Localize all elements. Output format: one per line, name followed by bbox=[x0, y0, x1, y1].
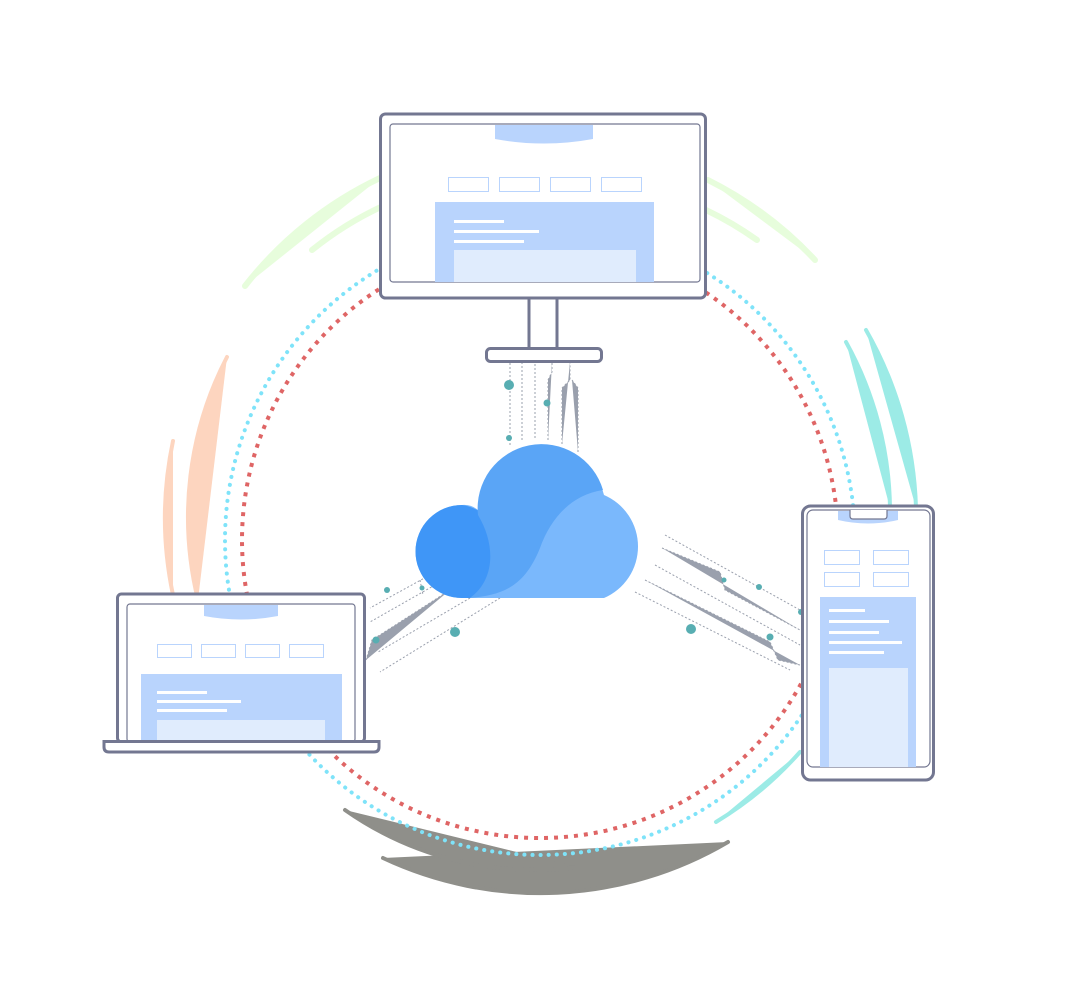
arc-teal-inner bbox=[844, 340, 892, 510]
circuit-line bbox=[661, 547, 801, 631]
monitor-screen-button bbox=[601, 177, 642, 192]
circuit-node bbox=[372, 636, 380, 644]
arc-teal-outer bbox=[864, 328, 918, 510]
laptop-screen-button bbox=[289, 644, 324, 658]
cloud-icon bbox=[415, 444, 639, 598]
circuit-line bbox=[547, 362, 553, 440]
circuit-node bbox=[504, 380, 514, 390]
circuit-line bbox=[634, 591, 791, 671]
arc-green-right-outer bbox=[705, 177, 818, 263]
phone-screen-content bbox=[829, 668, 908, 767]
monitor-screen-text-line bbox=[454, 220, 504, 223]
circuit-line bbox=[644, 579, 801, 666]
circuit-node bbox=[384, 587, 390, 593]
phone-notch bbox=[849, 510, 888, 520]
circuit-node bbox=[686, 624, 696, 634]
arc-green-right-inner bbox=[703, 207, 760, 243]
laptop-screen-header bbox=[204, 605, 278, 620]
circuit-node bbox=[506, 435, 512, 441]
arc-orange-inner bbox=[186, 355, 229, 602]
phone-screen-button bbox=[824, 572, 860, 587]
phone-screen-text-line bbox=[829, 651, 884, 654]
laptop-base bbox=[102, 740, 381, 754]
circuit-line bbox=[571, 379, 579, 452]
circuit-line bbox=[664, 534, 801, 611]
circuit-node bbox=[419, 585, 425, 591]
laptop-screen-text-line bbox=[157, 709, 227, 712]
monitor-screen-content bbox=[454, 250, 636, 282]
laptop-screen-button bbox=[157, 644, 192, 658]
circuit-line bbox=[419, 579, 424, 596]
monitor-icon bbox=[379, 112, 707, 363]
arc-teal-bottom bbox=[714, 750, 802, 824]
circuit-line bbox=[365, 589, 451, 661]
monitor-screen-button bbox=[499, 177, 540, 192]
monitor-screen-header bbox=[495, 125, 593, 144]
laptop-screen-button bbox=[201, 644, 236, 658]
arc-gray-inner bbox=[343, 808, 580, 872]
monitor-screen-text-line bbox=[454, 230, 539, 233]
monitor-screen-button bbox=[448, 177, 489, 192]
circuit-node bbox=[766, 633, 774, 641]
smartphone-icon bbox=[801, 504, 935, 782]
circuit-node bbox=[450, 627, 460, 637]
circuit-nodes bbox=[372, 380, 804, 644]
circuit-line bbox=[369, 584, 436, 623]
phone-screen-text-line bbox=[829, 620, 889, 623]
arc-green-outer bbox=[242, 175, 383, 289]
laptop-screen-text-line bbox=[157, 700, 241, 703]
monitor-stand bbox=[527, 298, 559, 349]
monitor-base bbox=[485, 347, 603, 363]
phone-screen-text-line bbox=[829, 631, 879, 634]
phone-screen-button bbox=[873, 572, 909, 587]
phone-screen-button bbox=[873, 550, 909, 565]
phone-screen-button bbox=[824, 550, 860, 565]
cloud-middle-lobe bbox=[470, 444, 603, 598]
circuit-connections bbox=[365, 362, 801, 673]
monitor-screen-text-line bbox=[454, 240, 524, 243]
circuit-line bbox=[654, 564, 801, 646]
arc-orange-outer bbox=[162, 439, 175, 597]
outer-arcs bbox=[162, 175, 918, 896]
circuit-node bbox=[756, 584, 762, 590]
phone-screen-text-line bbox=[829, 609, 865, 612]
cloud-left-lobe bbox=[415, 505, 494, 598]
laptop-screen-text-line bbox=[157, 691, 207, 694]
circuit-line bbox=[377, 597, 471, 653]
laptop-screen-content bbox=[157, 720, 325, 740]
laptop-icon bbox=[102, 592, 381, 754]
monitor-screen-button bbox=[550, 177, 591, 192]
circuit-line bbox=[561, 362, 571, 444]
circuit-node bbox=[721, 577, 727, 583]
phone-screen-text-line bbox=[829, 641, 902, 644]
circuit-line bbox=[379, 597, 501, 673]
laptop-screen-button bbox=[245, 644, 280, 658]
circuit-line bbox=[369, 574, 431, 609]
circuit-node bbox=[543, 399, 551, 407]
